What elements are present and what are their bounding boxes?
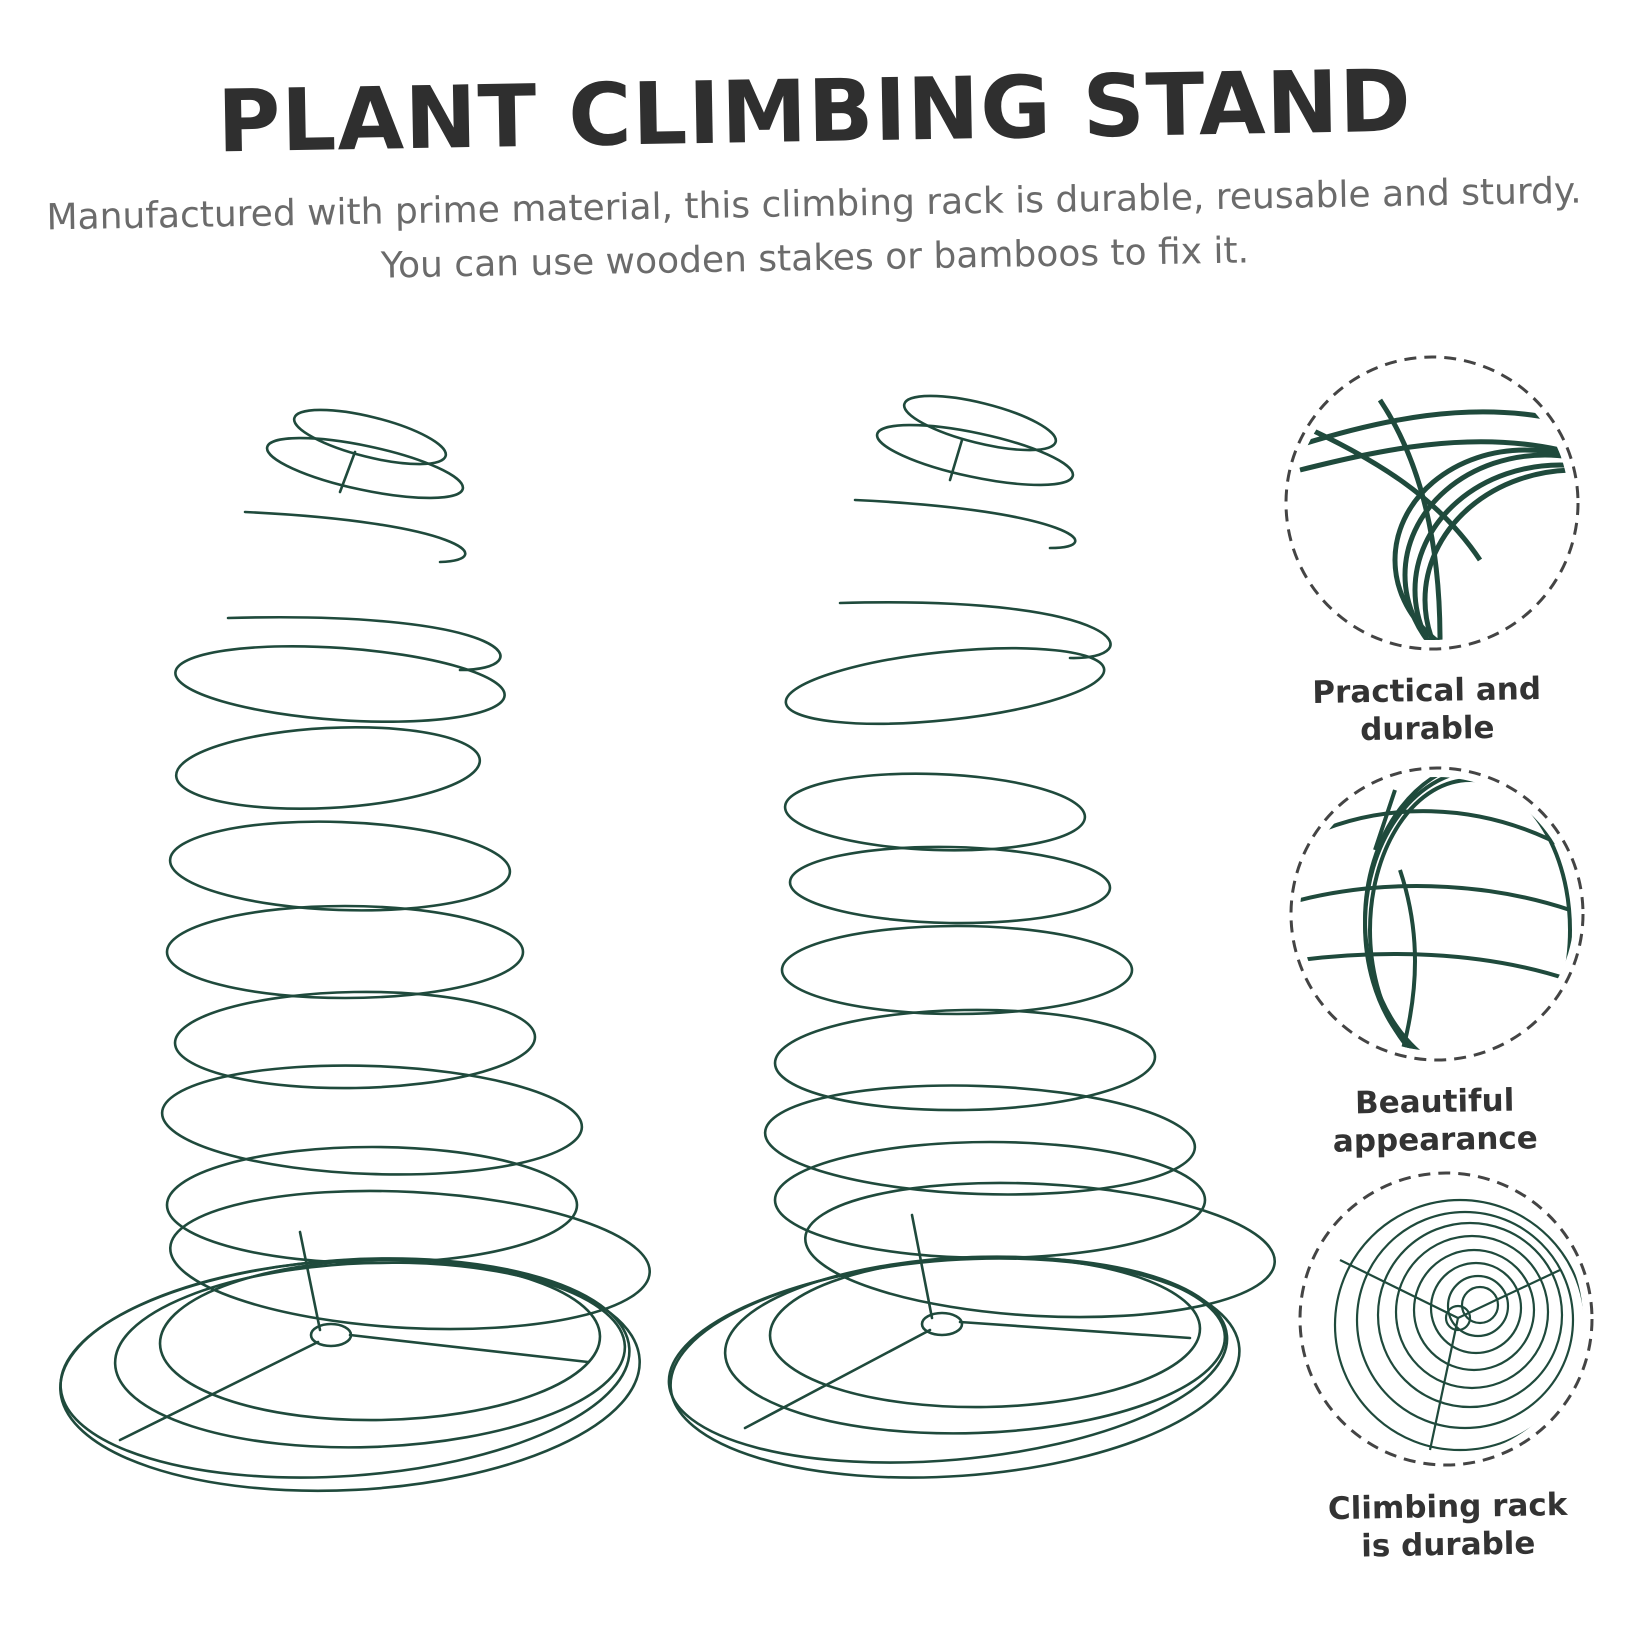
spiral-coils-right: [763, 394, 1277, 1319]
feature-label-2-line-1: Beautiful: [1354, 1082, 1515, 1122]
feature-label-3-line-2: is durable: [1360, 1525, 1536, 1565]
feature-label-1-line-1: Practical and: [1312, 671, 1542, 711]
dashed-ring-1: [1284, 355, 1580, 651]
wire-closeup-2: [1300, 777, 1574, 1051]
dashed-ring-3: [1298, 1171, 1594, 1467]
detail-circle-2: [1289, 766, 1585, 1062]
feature-label-2-line-2: appearance: [1332, 1120, 1539, 1160]
spiral-coils-left: [160, 408, 651, 1331]
feature-label-3: Climbing rack is durable: [1267, 1485, 1628, 1567]
wire-closeup-1: [1295, 398, 1569, 640]
detail-circle-3: [1298, 1171, 1594, 1467]
spiral-base-right: [667, 438, 1241, 1479]
feature-label-2: Beautiful appearance: [1254, 1080, 1615, 1162]
spiral-stand-left: [59, 408, 651, 1493]
dashed-ring-2: [1289, 766, 1585, 1062]
feature-label-1-line-2: durable: [1359, 709, 1495, 749]
wire-closeup-3: [1333, 1198, 1583, 1452]
spiral-base-left: [59, 450, 641, 1493]
feature-label-1: Practical and durable: [1246, 669, 1607, 751]
detail-circle-1: [1284, 355, 1580, 651]
feature-label-3-line-1: Climbing rack: [1327, 1486, 1568, 1528]
spiral-stand-right: [667, 394, 1277, 1479]
